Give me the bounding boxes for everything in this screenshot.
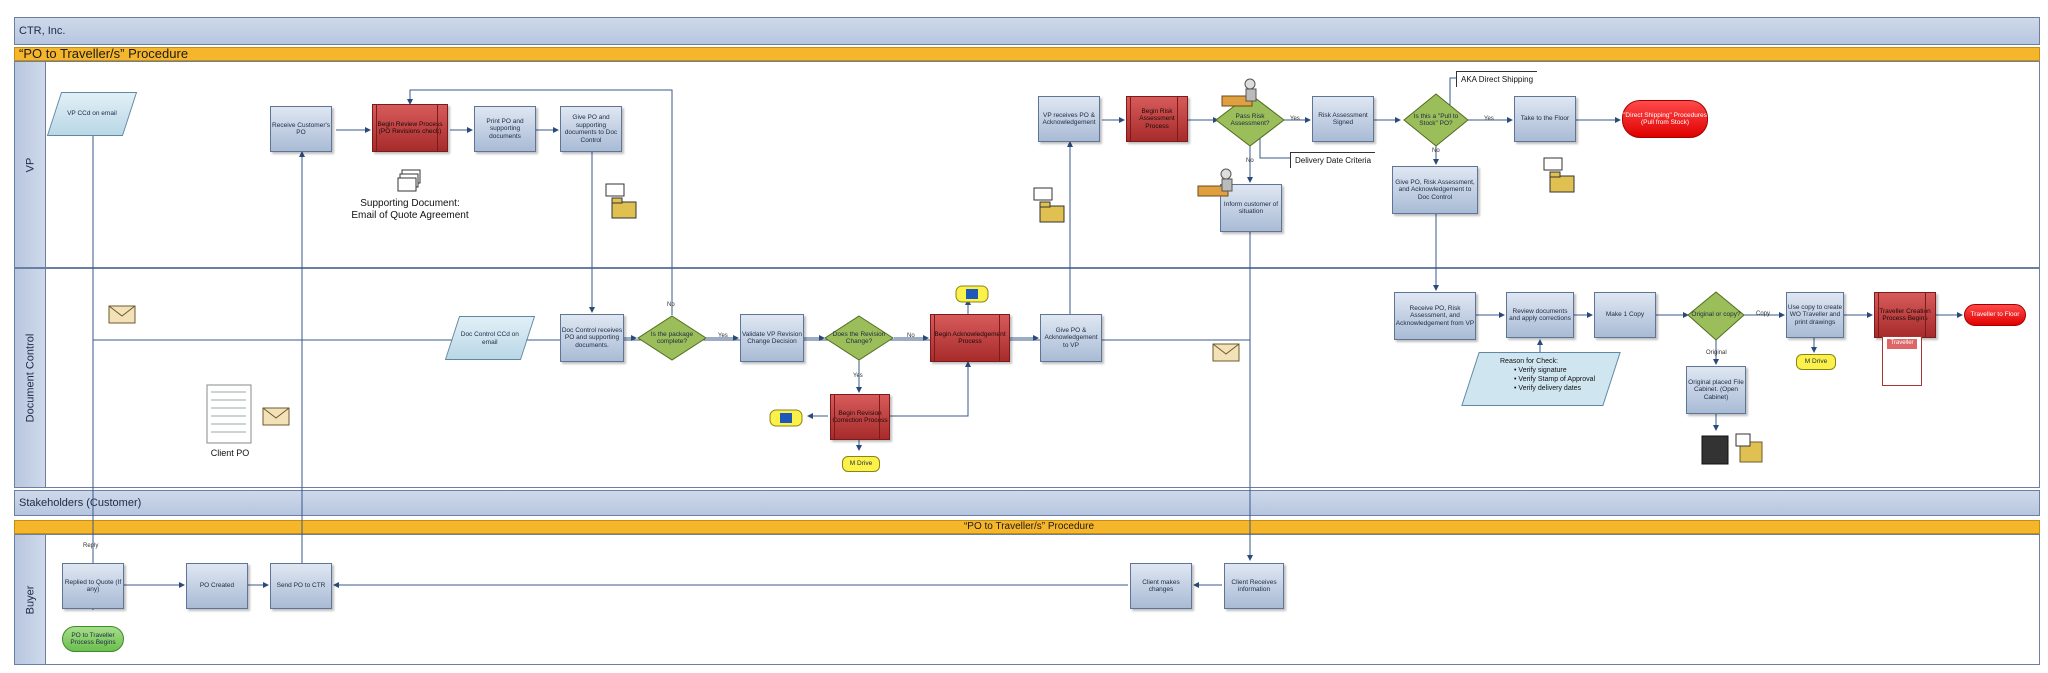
- traveller-creation: Traveller Creation Process Begins: [1874, 292, 1936, 338]
- edge-label-yes4: Yes: [1484, 116, 1494, 122]
- pkg-complete-text: Is the package complete?: [650, 330, 694, 346]
- procedure-title: “PO to Traveller/s” Procedure: [19, 46, 189, 61]
- delivery-date-callout: Delivery Date Criteria: [1290, 152, 1376, 168]
- edge-label-no4: No: [1432, 148, 1440, 154]
- pull-stock-diamond: [1403, 93, 1469, 147]
- begin-acknowledgement: Begin Acknowledgement Process: [930, 314, 1010, 362]
- validate-vp-revision: Validate VP Revision Change Decision: [740, 314, 804, 362]
- lane-label-vp: VP: [14, 61, 46, 268]
- print-po: Print PO and supporting documents: [474, 106, 536, 152]
- lane-label-doc-control: Document Control: [14, 268, 46, 488]
- pkg-complete-diamond: [637, 315, 707, 361]
- give-po-doc-control: Give PO and supporting documents to Doc …: [560, 106, 622, 152]
- direct-shipping-procedures: "Direct Shipping" Procedures (Pull from …: [1622, 100, 1708, 138]
- rev-change-diamond: [824, 315, 894, 361]
- risk-assessment-signed: Risk Assessment Signed: [1312, 96, 1374, 142]
- folder-icon: [605, 183, 637, 219]
- begin-review-process: Begin Review Process (PO Revisions check…: [372, 104, 448, 152]
- m-drive-1: M Drive: [842, 456, 880, 472]
- lane-vp: [46, 61, 2040, 268]
- review-documents: Review documents and apply corrections: [1506, 292, 1574, 338]
- pull-stock-text: Is this a "Pull to Stock" PO?: [1413, 112, 1459, 128]
- receive-po-risk: Receive PO, Risk Assessment, and Acknowl…: [1394, 292, 1476, 340]
- client-makes-changes: Client makes changes: [1130, 563, 1192, 609]
- company-name: CTR, Inc.: [19, 25, 66, 37]
- envelope-icon: [262, 407, 290, 426]
- edge-label-yes1: Yes: [718, 333, 728, 339]
- receive-customer-po: Receive Customer's PO: [270, 106, 332, 152]
- edge-label-yes2: Yes: [853, 373, 863, 379]
- folder-icon: [1033, 187, 1065, 223]
- client-po-label: Client PO: [210, 448, 250, 458]
- edge-label-reply: Reply: [83, 543, 99, 549]
- doc-ccd-email: Doc Control CCd on email: [444, 316, 536, 360]
- use-copy-wo-traveller: Use copy to create WO Traveller and prin…: [1786, 292, 1844, 338]
- begin-revision-correction: Begin Revision Correction Process: [830, 394, 890, 440]
- reason-item-3: • Verify delivery dates: [1514, 385, 1582, 392]
- reason-for-check-text: Reason for Check: • Verify signature • V…: [1500, 358, 1596, 392]
- doc-control-receives: Doc Control receives PO and supporting d…: [560, 314, 624, 362]
- po-created: PO Created: [186, 563, 248, 609]
- send-po-to-ctr: Send PO to CTR: [270, 563, 332, 609]
- traveller-to-floor: Traveller to Floor: [1964, 304, 2026, 326]
- stakeholders-text: Stakeholders (Customer): [19, 497, 142, 509]
- lane-label-buyer: Buyer: [14, 534, 46, 665]
- edge-label-no2: No: [907, 333, 915, 339]
- aka-direct-shipping-callout: AKA Direct Shipping: [1456, 71, 1538, 87]
- folder-icon: [1543, 157, 1575, 193]
- edge-label-original: Original: [1706, 350, 1727, 356]
- take-to-floor: Take to the Floor: [1514, 96, 1576, 142]
- inform-customer: Inform customer of situation: [1220, 184, 1282, 232]
- give-po-risk-to-doc: Give PO, Risk Assessment, and Acknowledg…: [1392, 166, 1478, 214]
- process-begins: PO to Traveller Process Begins: [62, 626, 124, 652]
- stakeholders-header: Stakeholders (Customer): [14, 490, 2040, 516]
- database-drum-icon: [955, 285, 989, 303]
- edge-label-yes3: Yes: [1290, 116, 1300, 122]
- stakeholder-title: “PO to Traveller/s” Procedure: [963, 521, 1095, 532]
- person-at-desk-icon: [1221, 78, 1257, 107]
- document-form-icon: [206, 384, 252, 444]
- person-at-desk-icon: [1197, 168, 1233, 197]
- stack-of-papers-icon: [397, 169, 421, 192]
- orig-copy-diamond: [1687, 291, 1745, 341]
- m-drive-2: M Drive: [1796, 354, 1836, 370]
- vp-receives-po: VP receives PO & Acknowledgement: [1038, 96, 1100, 142]
- original-file-cabinet: Original placed File Cabinet. (Open Cabi…: [1686, 366, 1746, 414]
- edge-label-no3: No: [1246, 158, 1254, 164]
- procedure-title-bar: “PO to Traveller/s” Procedure: [14, 47, 2040, 61]
- begin-risk-assessment: Begin Risk Assessment Process: [1126, 96, 1188, 142]
- edge-label-no1: No: [667, 302, 675, 308]
- replied-to-quote: Replied to Quote (If any): [62, 563, 124, 609]
- rev-change-text: Does the Revision Change?: [832, 330, 886, 346]
- envelope-icon: [1212, 343, 1240, 362]
- make-one-copy: Make 1 Copy: [1594, 292, 1656, 338]
- stakeholder-title-bar: “PO to Traveller/s” Procedure: [14, 520, 2040, 534]
- traveller-document: Traveller: [1882, 336, 1922, 386]
- reason-item-1: • Verify signature: [1514, 367, 1567, 374]
- client-receives-info: Client Receives information: [1224, 563, 1284, 609]
- envelope-icon: [108, 305, 136, 324]
- computer-tower-icon: [1701, 433, 1763, 465]
- supporting-document-note: Supporting Document: Email of Quote Agre…: [351, 198, 469, 221]
- database-drum-icon: [769, 409, 803, 427]
- reason-item-2: • Verify Stamp of Approval: [1514, 376, 1596, 383]
- give-ack-to-vp: Give PO & Acknowledgement to VP: [1040, 314, 1102, 362]
- company-header: CTR, Inc.: [14, 17, 2040, 45]
- edge-label-copy: Copy: [1756, 311, 1771, 317]
- orig-copy-text: Original or copy?: [1691, 311, 1741, 319]
- pass-risk-diamond: [1215, 93, 1285, 147]
- pass-risk-text: Pass Risk Assessment?: [1230, 112, 1270, 128]
- lane-buyer: [46, 534, 2040, 665]
